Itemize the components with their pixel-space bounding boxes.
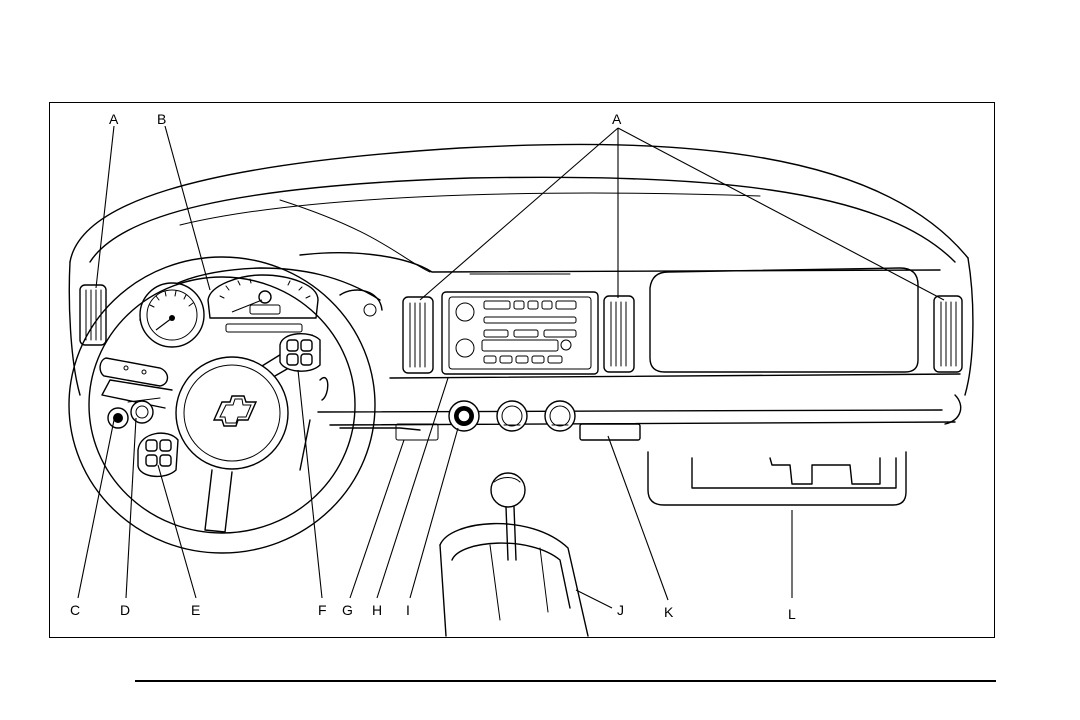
steering-controls-left [138, 433, 178, 476]
steering-wheel [69, 257, 375, 553]
callout-g: G [342, 602, 353, 618]
audio-system [442, 292, 598, 374]
lamp-controls [108, 398, 160, 428]
turn-signal-lever [100, 358, 167, 386]
callout-d: D [120, 602, 130, 618]
callout-c: C [70, 602, 80, 618]
climate-controls [449, 401, 640, 440]
callout-j: J [617, 602, 624, 618]
footer-rule [135, 680, 996, 682]
shift-lever [491, 473, 525, 560]
callout-l: L [788, 606, 796, 622]
vent-center-left [403, 297, 433, 373]
callout-e: E [191, 602, 200, 618]
vent-center-right [604, 296, 634, 372]
instrument-cluster [140, 268, 382, 347]
callout-a-right: A [612, 111, 622, 127]
callout-a-left: A [109, 111, 119, 127]
callout-b: B [157, 111, 166, 127]
vent-right [934, 296, 962, 372]
callout-k: K [664, 604, 674, 620]
accessory-outlet-panel [580, 424, 640, 440]
callout-f: F [318, 602, 327, 618]
steering-controls-right [280, 334, 320, 371]
glove-box-panel [650, 268, 918, 372]
callout-i: I [406, 602, 410, 618]
center-console [440, 524, 588, 636]
storage-tray [648, 452, 906, 505]
steering-column [300, 378, 438, 470]
callout-h: H [372, 602, 382, 618]
vent-left [80, 285, 106, 345]
